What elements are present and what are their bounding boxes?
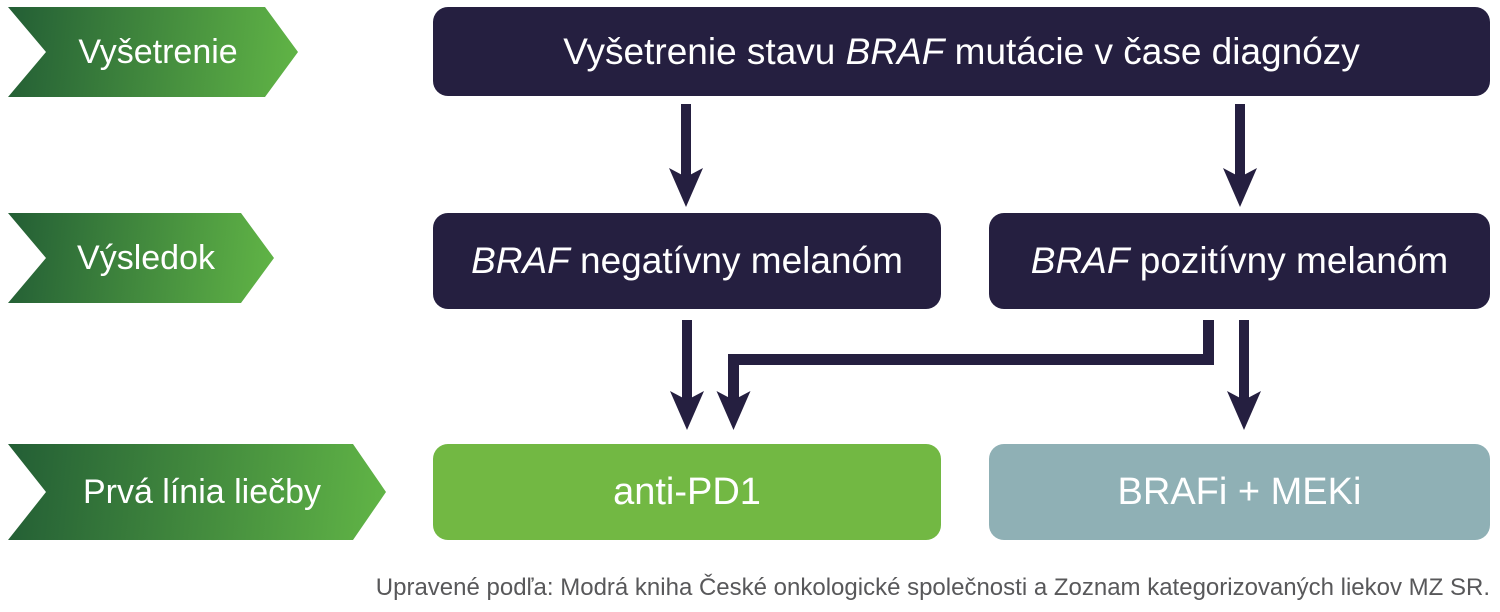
braf-gene-italic: BRAF <box>471 240 570 281</box>
braf-gene-italic: BRAF <box>845 30 945 72</box>
arrow-positive-to-antipd1-elbow <box>716 320 1214 430</box>
arrow-exam-to-positive <box>1223 104 1257 207</box>
node-exam-text: Vyšetrenie stavu BRAF mutácie v čase dia… <box>563 30 1360 72</box>
row-label-vysetrenie-text: Vyšetrenie <box>78 32 238 71</box>
node-exam-braf-status: Vyšetrenie stavu BRAF mutácie v čase dia… <box>433 7 1490 96</box>
node-braf-positive: BRAF pozitívny melanóm <box>989 213 1490 309</box>
node-braf-negative: BRAF negatívny melanóm <box>433 213 941 309</box>
node-anti-pd1: anti-PD1 <box>433 444 941 540</box>
row-label-prva-linia-liecby-text: Prvá línia liečby <box>82 472 322 511</box>
row-label-prva-linia-liecby: Prvá línia liečby <box>8 444 386 540</box>
node-braf-negative-text: BRAF negatívny melanóm <box>471 240 903 281</box>
row-label-vysetrenie: Vyšetrenie <box>8 7 298 97</box>
arrow-exam-to-negative <box>669 104 703 207</box>
source-caption: Upravené podľa: Modrá kniha České onkolo… <box>375 574 1490 601</box>
node-brafi-meki-text: BRAFi + MEKi <box>1117 470 1362 513</box>
braf-gene-italic: BRAF <box>1030 240 1130 281</box>
node-anti-pd1-text: anti-PD1 <box>613 470 761 513</box>
arrow-positive-to-brafimeki <box>1227 320 1261 430</box>
arrow-negative-to-antipd1 <box>670 320 704 430</box>
node-braf-positive-text: BRAF pozitívny melanóm <box>1030 240 1449 281</box>
row-label-vysledok: Výsledok <box>8 213 274 303</box>
row-label-vysledok-text: Výsledok <box>77 238 215 277</box>
node-brafi-meki: BRAFi + MEKi <box>989 444 1490 540</box>
